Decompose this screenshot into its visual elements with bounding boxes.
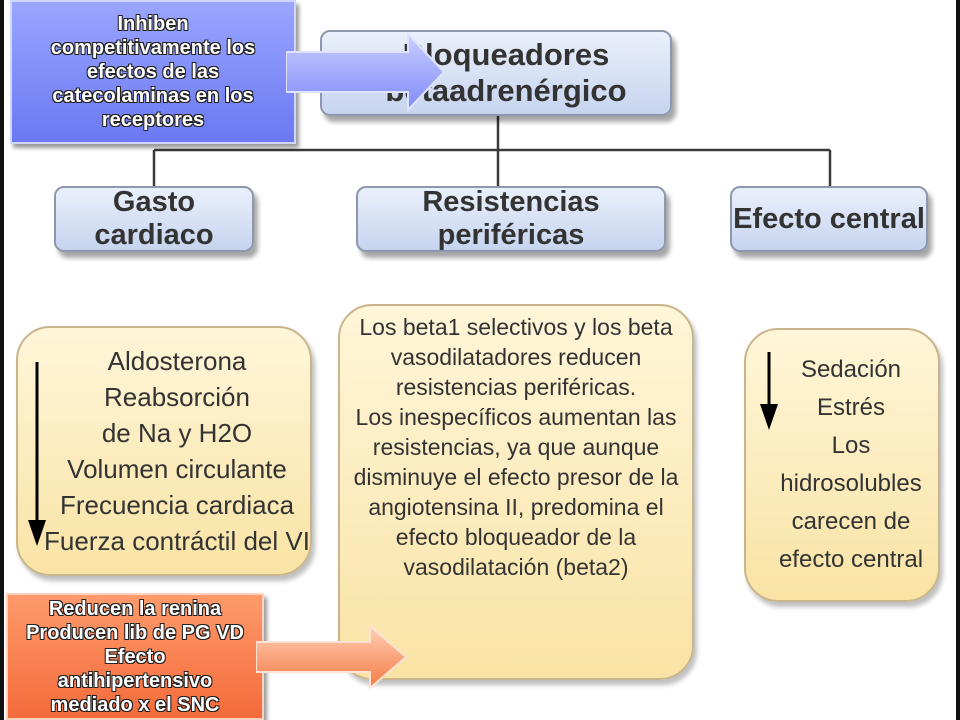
category-resistencias-perifericas: Resistencias periféricas (356, 186, 666, 252)
effect-line: Fuerza contráctil del VI (44, 526, 310, 556)
text-line: resistencias periféricas. (395, 374, 637, 400)
text-line: Los beta1 selectivos y los beta (359, 314, 673, 340)
effect-line: Los (831, 432, 871, 459)
renin-reduction-callout: Reducen la renina Producen lib de PG VD … (6, 593, 264, 720)
effect-line: hidrosolubles (780, 470, 922, 497)
effect-line: de Na y H2O (101, 418, 253, 448)
page-title: Bloqueadores betaadrenérgico (385, 37, 627, 108)
effect-line: efecto central (778, 546, 924, 573)
text-line: disminuye el efecto presor de la (353, 464, 679, 490)
text-line: resistencias, ya que aunque (372, 434, 660, 460)
effect-line: Reabsorción (104, 382, 250, 412)
category-gasto-cardiaco: Gasto cardiaco (54, 186, 254, 252)
text-line: vasodilatadores reducen (390, 344, 642, 370)
text-line: Los inespecíficos aumentan las (355, 404, 677, 430)
gasto-cardiaco-effects-box: Aldosterona Reabsorción de Na y H2O Volu… (16, 326, 312, 576)
competitive-inhibition-callout: Inhiben competitivamente los efectos de … (10, 0, 296, 144)
effect-line: Aldosterona (107, 346, 247, 376)
callout-line: mediado x el SNC (50, 693, 220, 716)
callout-line: antihipertensivo (57, 669, 213, 692)
callout-line: receptores (101, 109, 205, 131)
callout-line: Producen lib de PG VD (26, 621, 244, 644)
effect-line: Estrés (816, 394, 885, 421)
text-line: vasodilatación (beta2) (403, 554, 629, 580)
efecto-central-effects-box: Sedación Estrés Los hidrosolubles carece… (744, 328, 940, 602)
callout-line: Inhiben (117, 13, 189, 35)
effect-line: Volumen circulante (67, 454, 287, 484)
text-line: efecto bloqueador de la (395, 524, 637, 550)
decrease-arrow-icon (28, 362, 46, 546)
text-line: angiotensina II, predomina el (368, 494, 664, 520)
right-arrow-icon (286, 31, 446, 113)
callout-line: efectos de las (86, 61, 220, 83)
connector-lines (152, 116, 832, 186)
decrease-arrow-icon (760, 352, 778, 430)
callout-line: Reducen la renina (48, 597, 222, 620)
callout-line: Efecto (104, 645, 166, 668)
category-label: Resistencias periféricas (422, 186, 600, 251)
effect-line: Sedación (800, 356, 902, 383)
callout-line: catecolaminas en los (52, 85, 254, 107)
right-arrow-icon (256, 624, 408, 690)
callout-line: competitivamente los (50, 37, 256, 59)
effect-line: Frecuencia cardiaca (59, 490, 295, 520)
effect-line: carecen de (791, 508, 911, 535)
resistencias-text-box: Los beta1 selectivos y los beta vasodila… (338, 304, 694, 680)
category-label: Gasto cardiaco (94, 186, 214, 251)
category-label: Efecto central (733, 202, 925, 235)
category-efecto-central: Efecto central (730, 186, 928, 252)
